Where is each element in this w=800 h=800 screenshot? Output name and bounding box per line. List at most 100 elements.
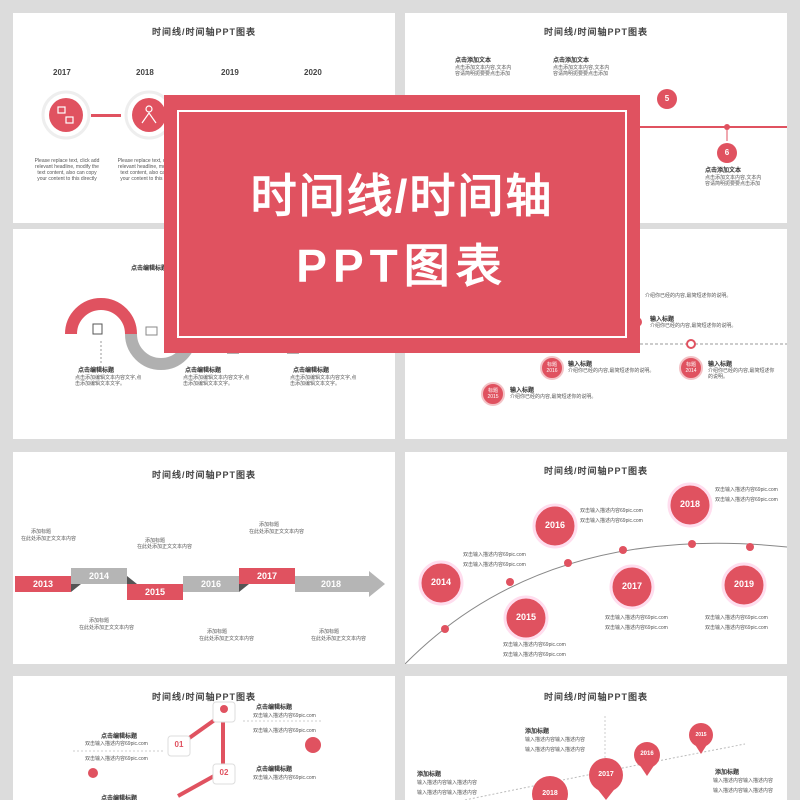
body-text: 点击添加编辑文本内容文字,点击添加编辑文本文字。 [290, 375, 357, 387]
body-text: 输入描述内容输入描述内容 [525, 747, 586, 753]
year-label: 2016 [640, 751, 654, 757]
slide-thumb-7[interactable]: 时间线/时间轴PPT图表 01 02 点击编辑标题 双击输入描述内容69pic.… [13, 676, 395, 800]
text-label: 添加标题 [715, 770, 740, 776]
slide-title: 时间线/时间轴PPT图表 [151, 692, 256, 702]
text-label: 点击添加文本 [553, 58, 590, 64]
text-label: 点击编辑标题 [256, 767, 293, 773]
timeline-graphic [481, 317, 787, 406]
body-text: 双击输入描述内容69pic.com [85, 741, 148, 747]
arrow-timeline-graphic [15, 568, 385, 600]
year-label: 2018 [320, 579, 342, 589]
body-text: 介绍你已经的内容,最简短述你的说明。 [510, 394, 597, 400]
banner-title: 时间线/时间轴 [250, 170, 554, 222]
year-label: 2019 [733, 579, 755, 589]
step-number: 5 [664, 94, 670, 103]
caption-text: 双击输入描述内容69pic.com [580, 508, 643, 514]
year-label: 2018 [679, 499, 701, 509]
caption-text: 双击输入描述内容69pic.com [605, 615, 668, 621]
slide-title: 时间线/时间轴PPT图表 [151, 27, 256, 37]
banner-frame [177, 110, 627, 338]
text-label: 输入标题 [708, 362, 733, 368]
text-label: 添加标题 [525, 729, 550, 735]
body-text: 双击输入描述内容69pic.com [253, 775, 316, 781]
caption-text: 双击输入描述内容69pic.com [705, 625, 768, 631]
year-label: 2016 [200, 579, 222, 589]
text-label: 点击添加文本 [455, 58, 492, 64]
year-label: 2015 [515, 612, 537, 622]
year-label: 2016 [544, 520, 566, 530]
caption-text: 双击输入描述内容69pic.com [463, 552, 526, 558]
step-number: 01 [174, 740, 184, 749]
slide-title: 时间线/时间轴PPT图表 [151, 470, 256, 480]
body-text: 介绍你已经的内容,最简短述你的说明。 [708, 368, 775, 380]
text-label: 点击编辑标题 [185, 368, 222, 374]
text-label: 添加标题 [319, 629, 340, 635]
description-text: Please replace text, click add relevant … [117, 158, 183, 182]
body-text: 输入描述内容输入描述内容 [713, 778, 774, 784]
text-label: 添加标题 [259, 522, 280, 528]
body-text: 点击添加编辑文本内容文字,点击添加编辑文本文字。 [75, 375, 142, 387]
caption-text: 双击输入描述内容69pic.com [605, 625, 668, 631]
body-text: 在此处添加正文文本内容 [199, 636, 255, 642]
text-label: 添加标题 [417, 772, 442, 778]
caption-text: 双击输入描述内容69pic.com [580, 518, 643, 524]
description-text: Please replace text, click add relevant … [34, 158, 100, 182]
body-text: 双击输入描述内容69pic.com [253, 728, 316, 734]
year-label: 2020 [304, 68, 322, 77]
slide-thumb-8[interactable]: 时间线/时间轴PPT图表 2018 2017 2016 2015 添加标题 输入… [405, 676, 787, 800]
text-label: 输入标题 [510, 388, 535, 394]
slide-thumb-6[interactable]: 时间线/时间轴PPT图表 2014 2015 2016 2017 2018 20… [405, 452, 787, 664]
text-label: 输入标题 [650, 317, 675, 323]
text-label: 添加标题 [89, 618, 110, 624]
year-label: 2013 [32, 579, 54, 589]
year-label: 2019 [221, 68, 239, 77]
body-text: 输入描述内容输入描述内容 [525, 737, 586, 743]
year-label: 2014 [88, 571, 110, 581]
text-label: 点击编辑标题 [293, 368, 330, 374]
text-label: 点击编辑标题 [101, 734, 138, 740]
timeline-graphic [41, 90, 174, 140]
text-label: 点击编辑标题 [131, 266, 168, 272]
zigzag-graphic [73, 701, 323, 798]
banner-subtitle: PPT图表 [296, 240, 508, 292]
body-text: 双击输入描述内容69pic.com [253, 713, 316, 719]
text-label: 添加标题 [145, 538, 166, 544]
body-text: 在此处添加正文文本内容 [311, 636, 367, 642]
body-text: 输入描述内容输入描述内容 [713, 788, 774, 794]
text-label: 点击编辑标题 [256, 705, 293, 711]
year-label: 2014 [430, 577, 452, 587]
title-banner: 时间线/时间轴 PPT图表 [164, 95, 640, 353]
caption-text: 双击输入描述内容69pic.com [715, 487, 778, 493]
body-text: 在此处添加正文文本内容 [249, 529, 305, 535]
year-label: 2018 [542, 790, 558, 797]
body-text: 点击添加编辑文本内容文字,点击添加编辑文本文字。 [183, 375, 250, 387]
text-label: 点击添加文本 [705, 168, 742, 174]
year-label: 2017 [621, 581, 643, 591]
caption-text: 双击输入描述内容69pic.com [705, 615, 768, 621]
body-text: 在此处添加正文文本内容 [137, 544, 193, 550]
body-text: 双击输入描述内容69pic.com [85, 756, 148, 762]
slide-title: 时间线/时间轴PPT图表 [543, 692, 648, 702]
body-text: 介绍你已经的内容,最简短述你的说明。 [645, 293, 732, 299]
year-label: 2015 [695, 732, 707, 738]
slide-thumb-5[interactable]: 时间线/时间轴PPT图表 2013 2014 2015 2016 2017 20… [13, 452, 395, 664]
slide-title: 时间线/时间轴PPT图表 [543, 466, 648, 476]
timeline-graphic [635, 89, 787, 163]
year-label: 2015 [144, 587, 166, 597]
body-text: 介绍你已经的内容,最简短述你的说明。 [568, 368, 655, 374]
body-text: 点击添加文本内容,文本内容请简明扼要要点击添加 [455, 65, 512, 77]
body-text: 在此处添加正文文本内容 [21, 536, 77, 542]
text-label: 点击编辑标题 [101, 796, 138, 800]
year-label: 2017 [53, 68, 71, 77]
year-label: 2017 [256, 571, 278, 581]
body-text: 输入描述内容输入描述内容 [417, 780, 478, 786]
text-label: 添加标题 [207, 629, 228, 635]
arc-timeline-graphic [405, 482, 787, 664]
year-label: 2017 [598, 771, 614, 778]
caption-text: 双击输入描述内容69pic.com [463, 562, 526, 568]
body-text: 介绍你已经的内容,最简短述你的说明。 [650, 323, 737, 329]
body-text: 点击添加文本内容,文本内容请简明扼要要点击添加 [705, 175, 762, 187]
